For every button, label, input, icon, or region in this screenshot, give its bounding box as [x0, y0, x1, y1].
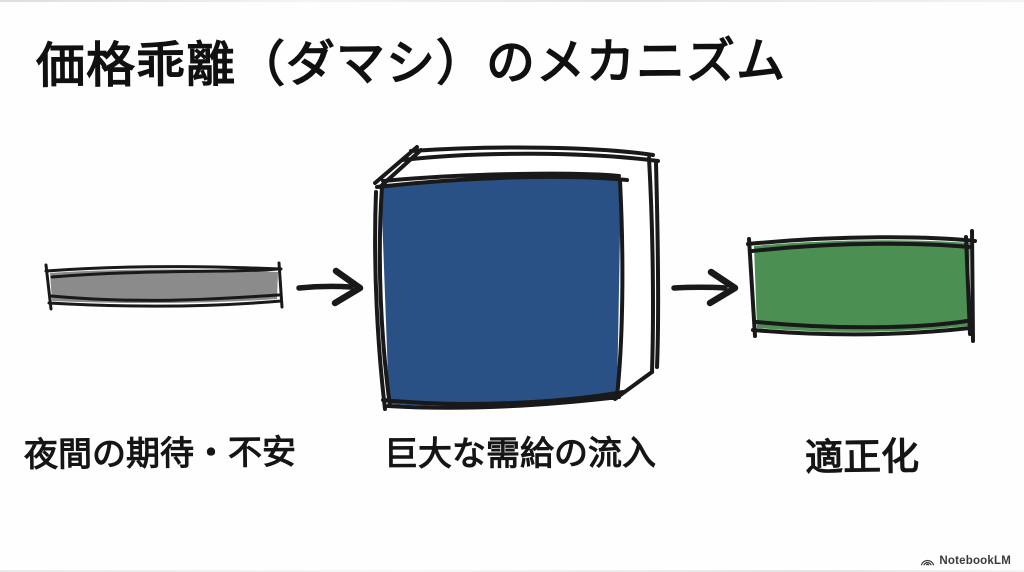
notebooklm-logo-icon [921, 559, 935, 566]
cube-front-face [381, 177, 621, 406]
green-rect-outline [746, 229, 977, 343]
top-edge-artifact [0, 0, 1024, 2]
arrow-stem [671, 284, 728, 291]
watermark-label: NotebookLM [939, 555, 1011, 567]
green-rectangle-shape [746, 229, 977, 343]
arrow-stem [296, 283, 354, 291]
arrow-right-icon-1 [296, 267, 364, 307]
gray-bar-outline [44, 261, 284, 311]
step-label-normalization: 適正化 [804, 436, 920, 480]
step-label-night-sentiment: 夜間の期待・不安 [23, 433, 297, 475]
cube-outline [373, 145, 661, 411]
arrow-right-icon-2 [671, 268, 739, 307]
step-label-huge-order-inflow: 巨大な需給の流入 [383, 434, 657, 474]
green-rect-fill [754, 240, 970, 332]
thin-gray-bar-shape [44, 261, 284, 311]
arrow-head [331, 267, 364, 307]
notebooklm-watermark: NotebookLM [920, 555, 1011, 567]
arrow-head [706, 268, 739, 307]
bottom-edge-artifact [0, 570, 1024, 572]
cube-right-face [616, 157, 652, 398]
large-blue-cube-shape [373, 145, 661, 411]
gray-bar-fill [50, 269, 278, 304]
